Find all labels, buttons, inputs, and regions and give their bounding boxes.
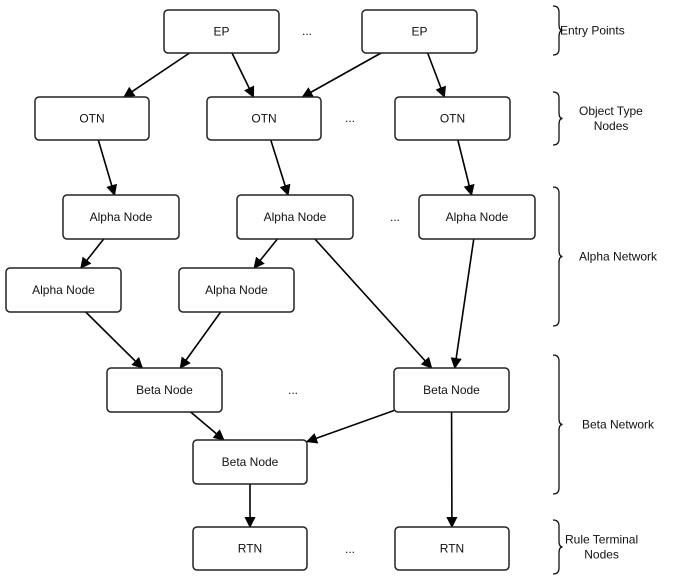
node-label: EP bbox=[411, 25, 427, 39]
edge-alpha1-to-alpha4 bbox=[80, 238, 105, 269]
node-box bbox=[192, 526, 308, 571]
edge-alpha4-to-beta1 bbox=[85, 311, 144, 369]
node-label: Alpha Node bbox=[205, 283, 268, 297]
edge-ep1-to-otn1 bbox=[123, 52, 190, 98]
node-otn1: OTN bbox=[34, 96, 150, 141]
ellipsis-3: ... bbox=[390, 210, 400, 224]
node-alpha5: Alpha Node bbox=[178, 267, 295, 313]
ellipsis-2: ... bbox=[345, 111, 355, 125]
brace-icon bbox=[552, 354, 563, 495]
node-box bbox=[393, 367, 510, 413]
ellipsis-1: ... bbox=[302, 24, 312, 38]
edge-ep2-to-otn2 bbox=[301, 52, 382, 98]
node-label: OTN bbox=[79, 112, 104, 126]
node-label: OTN bbox=[251, 112, 276, 126]
ellipses: ............... bbox=[288, 24, 400, 556]
node-alpha4: Alpha Node bbox=[5, 267, 122, 313]
node-label: Alpha Node bbox=[264, 210, 327, 224]
node-box bbox=[178, 267, 295, 313]
node-label: Alpha Node bbox=[32, 283, 95, 297]
node-box bbox=[236, 194, 354, 240]
edges bbox=[80, 52, 475, 529]
node-label: RTN bbox=[238, 542, 262, 556]
node-otn2: OTN bbox=[206, 96, 322, 141]
node-label: Beta Node bbox=[222, 455, 279, 469]
edge-alpha2-to-beta2 bbox=[314, 238, 433, 369]
edge-beta2-to-beta3 bbox=[305, 409, 395, 444]
brace-icon bbox=[552, 5, 563, 56]
node-otn3: OTN bbox=[394, 96, 511, 141]
node-alpha2: Alpha Node bbox=[236, 194, 354, 240]
edge-ep2-to-otn3 bbox=[426, 52, 447, 99]
node-ep2: EP bbox=[361, 9, 478, 54]
group-alpha: Alpha Network bbox=[552, 186, 658, 327]
ellipsis-4: ... bbox=[288, 383, 298, 397]
node-beta2: Beta Node bbox=[393, 367, 510, 413]
node-box bbox=[163, 9, 280, 54]
node-alpha3: Alpha Node bbox=[418, 194, 536, 240]
node-label: EP bbox=[213, 25, 229, 39]
node-label: Alpha Node bbox=[90, 210, 153, 224]
ellipsis-5: ... bbox=[345, 542, 355, 556]
node-beta1: Beta Node bbox=[106, 367, 223, 413]
node-box bbox=[192, 439, 308, 485]
group-beta: Beta Network bbox=[552, 354, 655, 495]
node-box bbox=[394, 96, 511, 141]
node-box bbox=[62, 194, 180, 240]
node-rtn2: RTN bbox=[394, 526, 510, 571]
edge-alpha5-to-beta1 bbox=[179, 311, 222, 369]
node-beta3: Beta Node bbox=[192, 439, 308, 485]
edge-otn3-to-alpha3 bbox=[457, 139, 475, 197]
node-box bbox=[5, 267, 122, 313]
node-ep1: EP bbox=[163, 9, 280, 54]
node-box bbox=[361, 9, 478, 54]
edge-ep1-to-otn2 bbox=[231, 52, 255, 99]
edge-alpha3-to-beta2 bbox=[450, 238, 475, 370]
node-box bbox=[106, 367, 223, 413]
node-label: Beta Node bbox=[136, 383, 193, 397]
edge-alpha2-to-alpha5 bbox=[253, 238, 278, 269]
edge-otn2-to-alpha2 bbox=[270, 139, 291, 197]
brace-icon bbox=[552, 519, 563, 575]
node-rtn1: RTN bbox=[192, 526, 308, 571]
brace-icon bbox=[552, 186, 563, 327]
group-label: Beta Network bbox=[582, 418, 655, 432]
node-box bbox=[206, 96, 322, 141]
node-label: RTN bbox=[440, 542, 464, 556]
brace-icon bbox=[552, 91, 563, 146]
node-box bbox=[34, 96, 150, 141]
node-box bbox=[418, 194, 536, 240]
node-label: Beta Node bbox=[423, 383, 480, 397]
edge-otn1-to-alpha1 bbox=[97, 139, 118, 197]
edge-beta1-to-beta3 bbox=[190, 411, 225, 441]
node-label: Alpha Node bbox=[446, 210, 509, 224]
group-label: Entry Points bbox=[560, 24, 625, 38]
node-alpha1: Alpha Node bbox=[62, 194, 180, 240]
node-box bbox=[394, 526, 510, 571]
group-label: Alpha Network bbox=[579, 250, 658, 264]
node-label: OTN bbox=[440, 112, 465, 126]
group-entry: Entry Points bbox=[552, 5, 625, 56]
